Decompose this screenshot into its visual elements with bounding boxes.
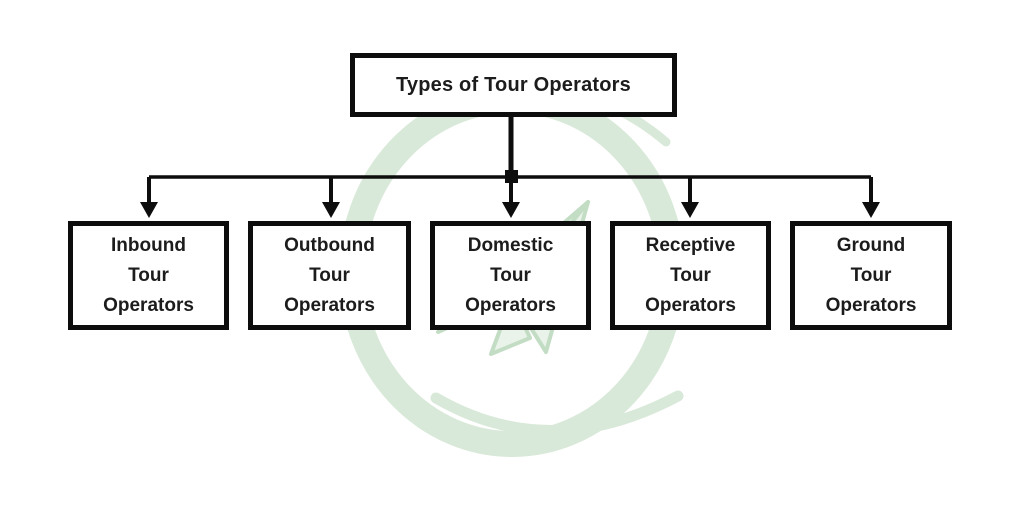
arrow-down-icon [322, 177, 340, 218]
child-box-receptive: Receptive Tour Operators [610, 221, 771, 330]
root-box: Types of Tour Operators [350, 53, 677, 117]
arrow-down-icon [862, 177, 880, 218]
child-box-ground: Ground Tour Operators [790, 221, 952, 330]
child-box-inbound: Inbound Tour Operators [68, 221, 229, 330]
child-box-outbound: Outbound Tour Operators [248, 221, 411, 330]
arrow-down-icon [681, 177, 699, 218]
arrow-down-icon [140, 177, 158, 218]
child-box-domestic: Domestic Tour Operators [430, 221, 591, 330]
arrow-down-icon [502, 177, 520, 218]
junction-node [505, 170, 518, 183]
